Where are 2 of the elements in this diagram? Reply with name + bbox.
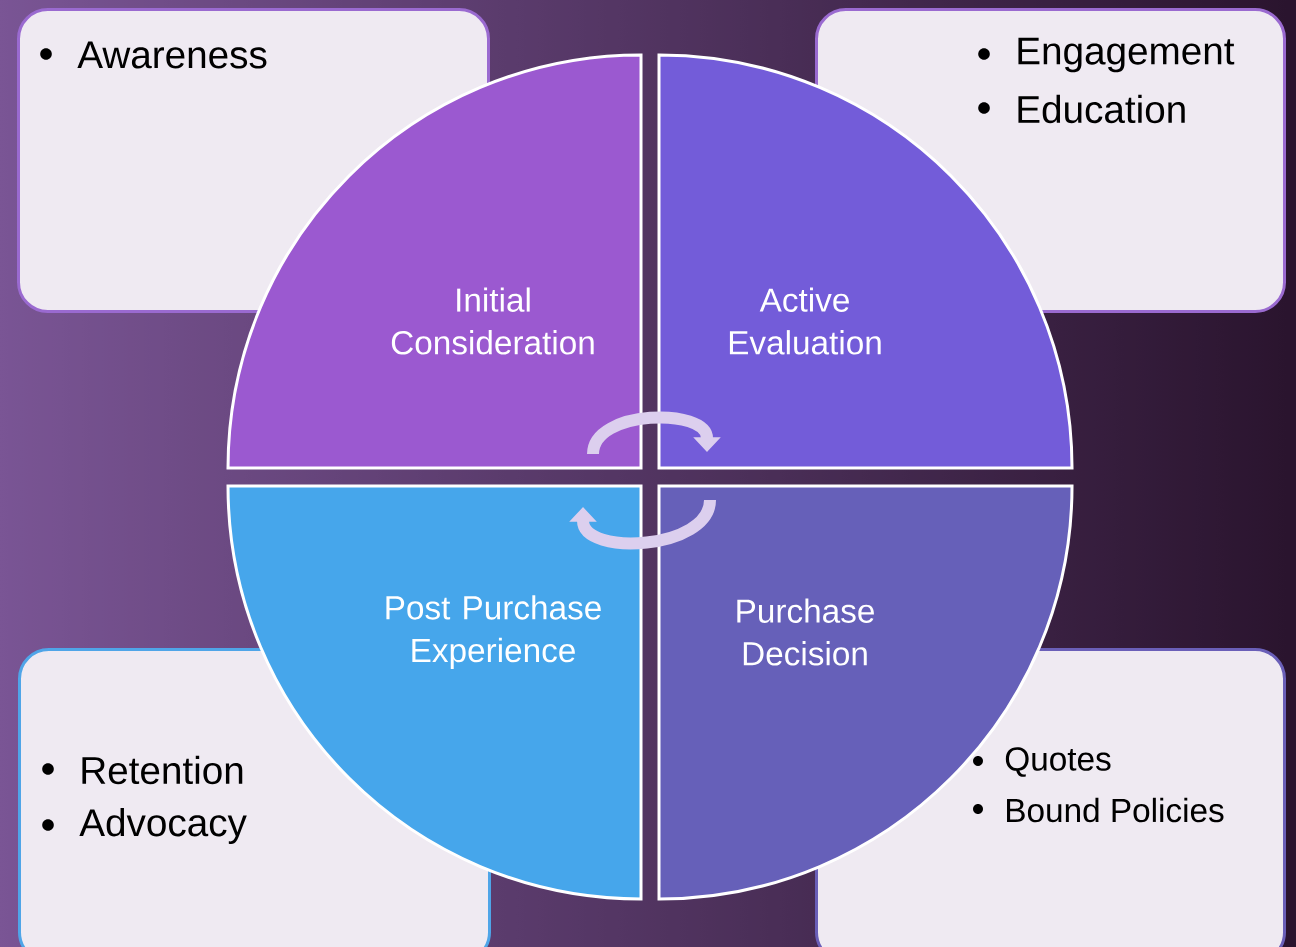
- curved-arrow: [569, 498, 716, 550]
- curved-arrow: [587, 411, 721, 456]
